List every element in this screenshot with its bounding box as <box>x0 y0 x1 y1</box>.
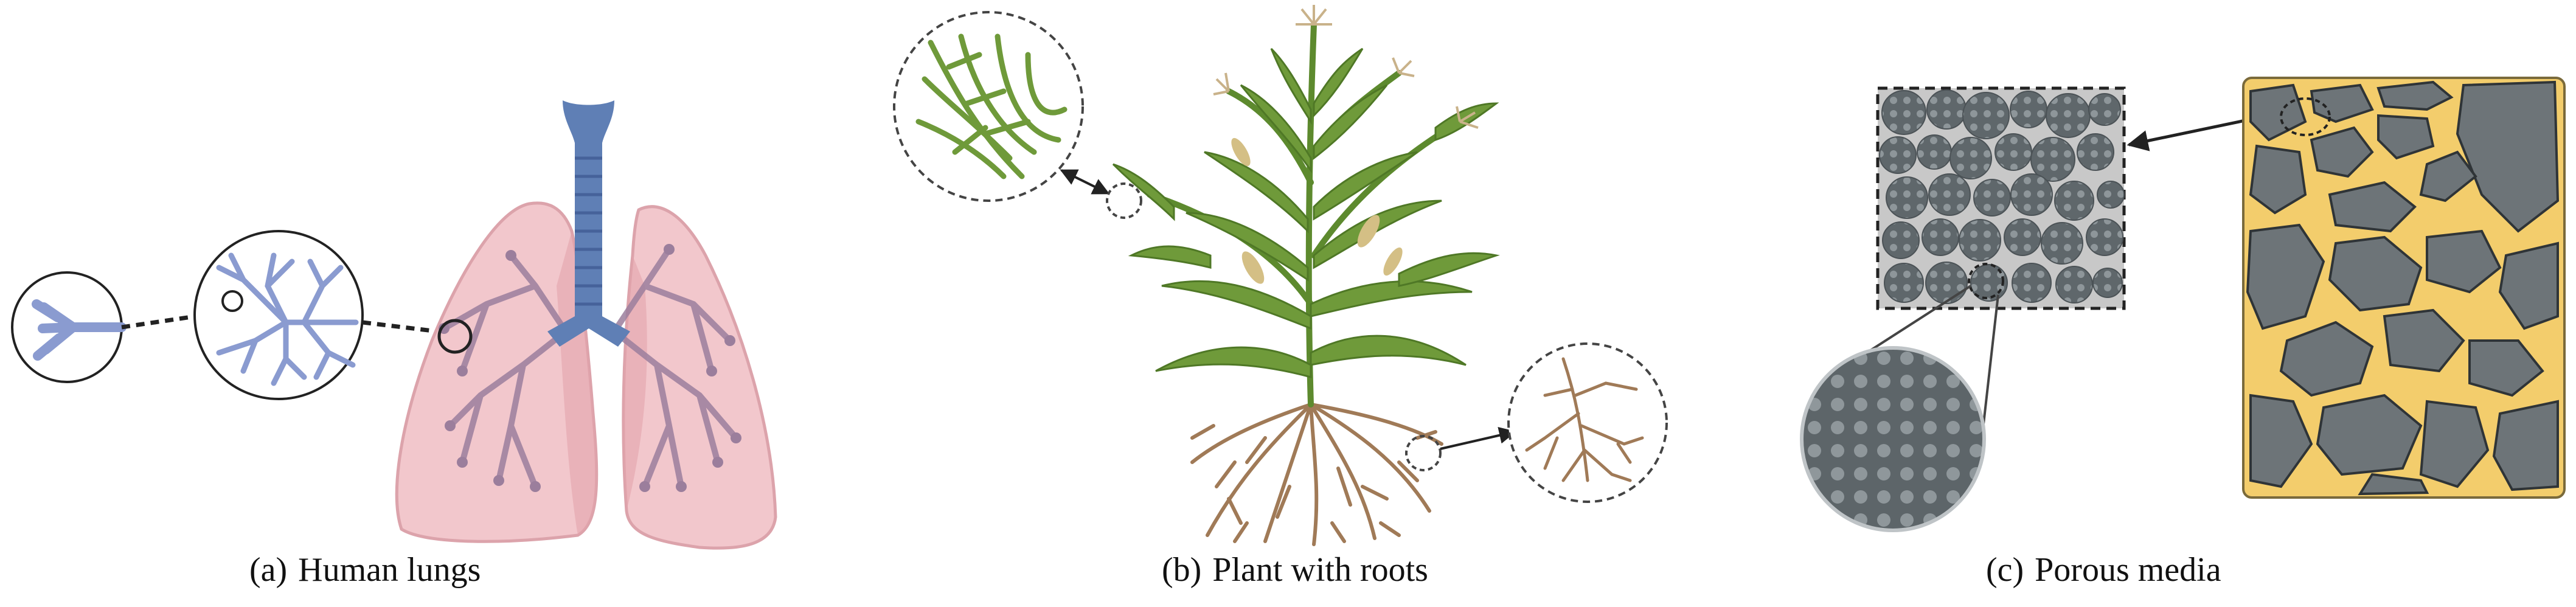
pore-zoom-icon <box>1800 346 1986 532</box>
porous-sample <box>2242 77 2566 499</box>
root-zoom-arrow <box>1440 426 1516 450</box>
bronchial-tree-zoom-icon <box>193 230 364 400</box>
caption-label-b: Plant with roots <box>1212 551 1428 589</box>
pore-zoom-box <box>1876 86 2126 310</box>
panel-human-lungs <box>11 100 777 550</box>
caption-tag-c: (c) <box>1986 551 2024 589</box>
leaf-zoom-marker <box>1106 182 1142 219</box>
caption-label-c: Porous media <box>2035 551 2221 589</box>
plant-tassels <box>1213 5 1479 129</box>
lung-zoom-marker <box>437 319 473 354</box>
leaf-zoom-arrow <box>1060 169 1110 195</box>
plant-leaves <box>1112 47 1500 378</box>
lung-left <box>395 201 599 543</box>
panel-plant-with-roots <box>893 5 1668 546</box>
pore-zoom-marker <box>1968 263 2004 299</box>
caption-label-a: Human lungs <box>298 551 481 589</box>
lung-bronchioles <box>439 244 741 492</box>
trachea <box>547 100 630 347</box>
plant-roots <box>1190 403 1443 546</box>
zoom-connector-1 <box>121 314 196 330</box>
root-zoom-marker <box>1405 435 1442 471</box>
sample-zoom-arrow <box>2126 115 2263 151</box>
caption-porous-media: (c) Porous media <box>1986 550 2221 589</box>
leaf-zoom-icon <box>893 11 1084 202</box>
caption-tag-a: (a) <box>249 551 288 589</box>
lung-bronchial-tree <box>441 246 739 490</box>
caption-human-lungs: (a) Human lungs <box>249 550 481 589</box>
caption-plant-with-roots: (b) Plant with roots <box>1162 550 1428 589</box>
sample-zoom-marker <box>2280 97 2331 136</box>
caption-tag-b: (b) <box>1162 551 1202 589</box>
lung-right <box>622 205 777 550</box>
bronchiole-zoom-icon <box>11 271 127 383</box>
root-zoom-icon <box>1507 342 1668 503</box>
panel-porous-media <box>1800 77 2566 532</box>
plant-ears <box>1231 137 1403 284</box>
